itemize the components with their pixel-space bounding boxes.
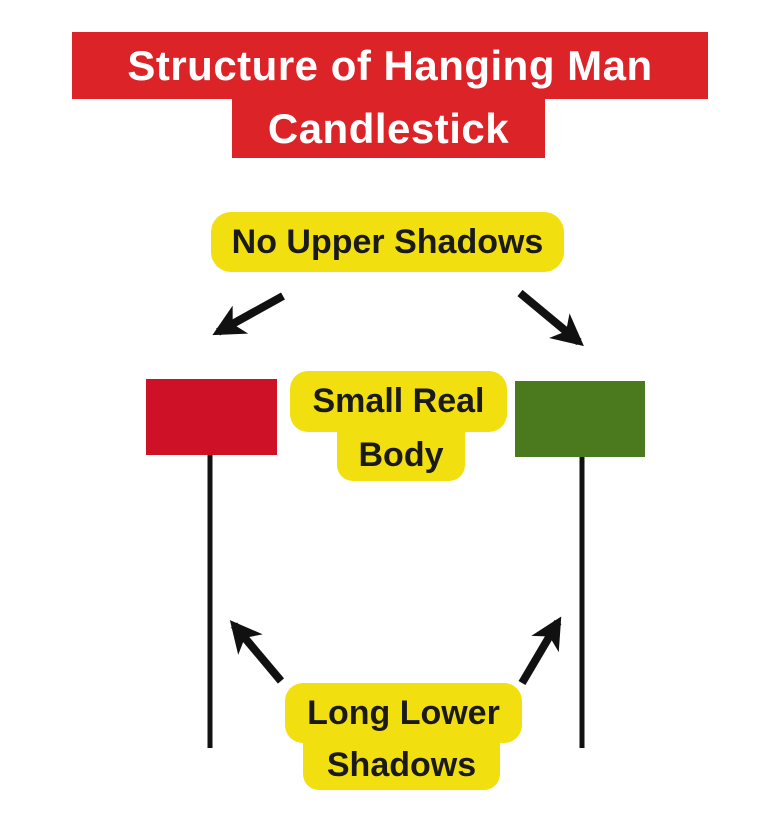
down-left-arrow bbox=[212, 292, 285, 336]
up-left-arrow bbox=[229, 620, 285, 684]
up-right-arrow bbox=[518, 616, 562, 686]
no-upper-shadows-label: No Upper Shadows bbox=[211, 212, 564, 272]
down-right-arrow bbox=[517, 289, 584, 347]
red-candle-body bbox=[146, 379, 277, 455]
long-lower-shadows-line2: Shadows bbox=[303, 741, 500, 790]
small-real-body-line2: Body bbox=[337, 430, 465, 481]
green-candle-body bbox=[515, 381, 645, 457]
small-real-body-line1: Small Real bbox=[290, 371, 507, 432]
title-line2: Candlestick bbox=[232, 99, 545, 158]
title-line1: Structure of Hanging Man bbox=[72, 32, 708, 99]
long-lower-shadows-line1: Long Lower bbox=[285, 683, 522, 743]
